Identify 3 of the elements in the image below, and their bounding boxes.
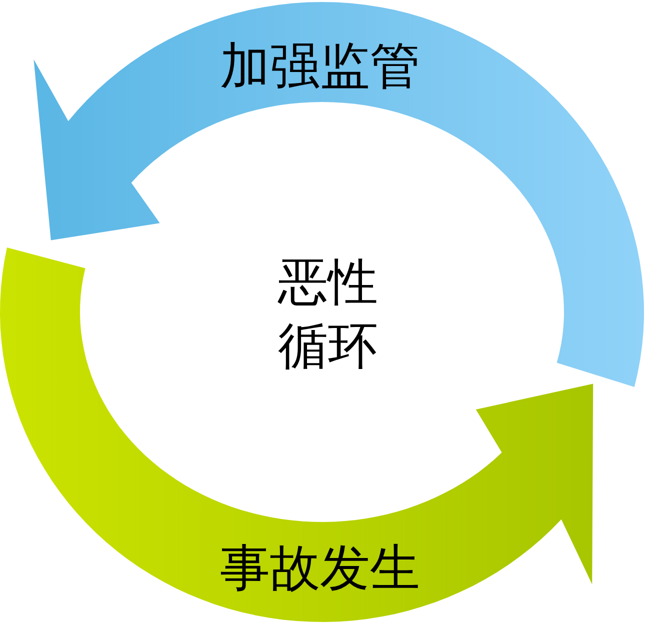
arrow-label: 加强监管	[219, 38, 421, 94]
center-label: 恶性循环	[276, 252, 379, 377]
arrow-label: 事故发生	[219, 540, 421, 596]
